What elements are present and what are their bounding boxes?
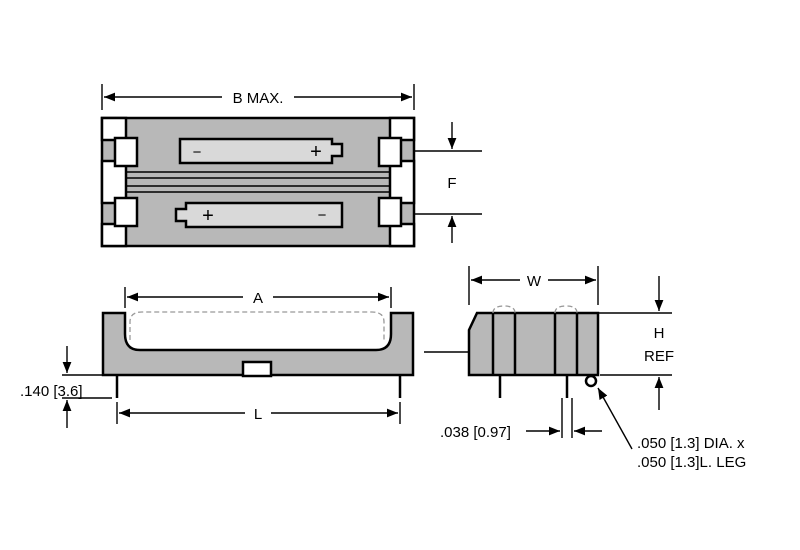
side-view (424, 305, 600, 398)
top-right-corner-tab (388, 116, 416, 142)
upper-minus-sign: − (193, 144, 202, 161)
dimension-pin-height: .140 [3.6] (20, 346, 112, 428)
leg-label-line2: .050 [1.3]L. LEG (637, 454, 746, 471)
dimension-b-max: B MAX. (101, 84, 415, 110)
leg-label-line1: .050 [1.3] DIA. x (637, 435, 745, 452)
left-lower-clip (113, 196, 139, 228)
dimension-w: W (468, 266, 599, 305)
f-label: F (447, 175, 456, 192)
dimension-a: A (124, 287, 392, 308)
lower-polarity-plate (174, 201, 344, 229)
left-middle-wall (100, 159, 128, 205)
top-view: − + + − (100, 116, 416, 248)
right-upper-clip (377, 136, 403, 168)
b-max-label: B MAX. (233, 90, 284, 107)
h-label: H (654, 325, 665, 342)
dimension-f: F (414, 122, 482, 243)
left-upper-clip (113, 136, 139, 168)
side-view-body (467, 311, 600, 377)
bottom-right-corner-tab (388, 222, 416, 248)
w-label: W (527, 273, 542, 290)
ref-label: REF (644, 348, 674, 365)
a-label: A (253, 290, 263, 307)
upper-plus-sign: + (310, 141, 322, 163)
center-boss (241, 360, 273, 378)
bottom-left-corner-tab (100, 222, 128, 248)
top-left-corner-tab (100, 116, 128, 142)
pin-spacing-label: .038 [0.97] (440, 424, 511, 441)
dimension-l: L (116, 402, 401, 424)
leg-callout: .050 [1.3] DIA. x .050 [1.3]L. LEG (597, 387, 746, 471)
pin-height-label: .140 [3.6] (20, 383, 83, 400)
upper-polarity-plate (178, 137, 344, 165)
front-view-body (101, 311, 415, 377)
right-lower-clip (377, 196, 403, 228)
dimension-h-ref: H REF (582, 276, 674, 410)
leg-detail (584, 374, 598, 388)
front-view (101, 311, 415, 398)
right-middle-wall (388, 159, 416, 205)
l-label: L (254, 406, 262, 423)
lower-minus-sign: − (318, 207, 327, 224)
lower-plus-sign: + (202, 205, 214, 227)
dimension-pin-spacing: .038 [0.97] (440, 398, 602, 441)
